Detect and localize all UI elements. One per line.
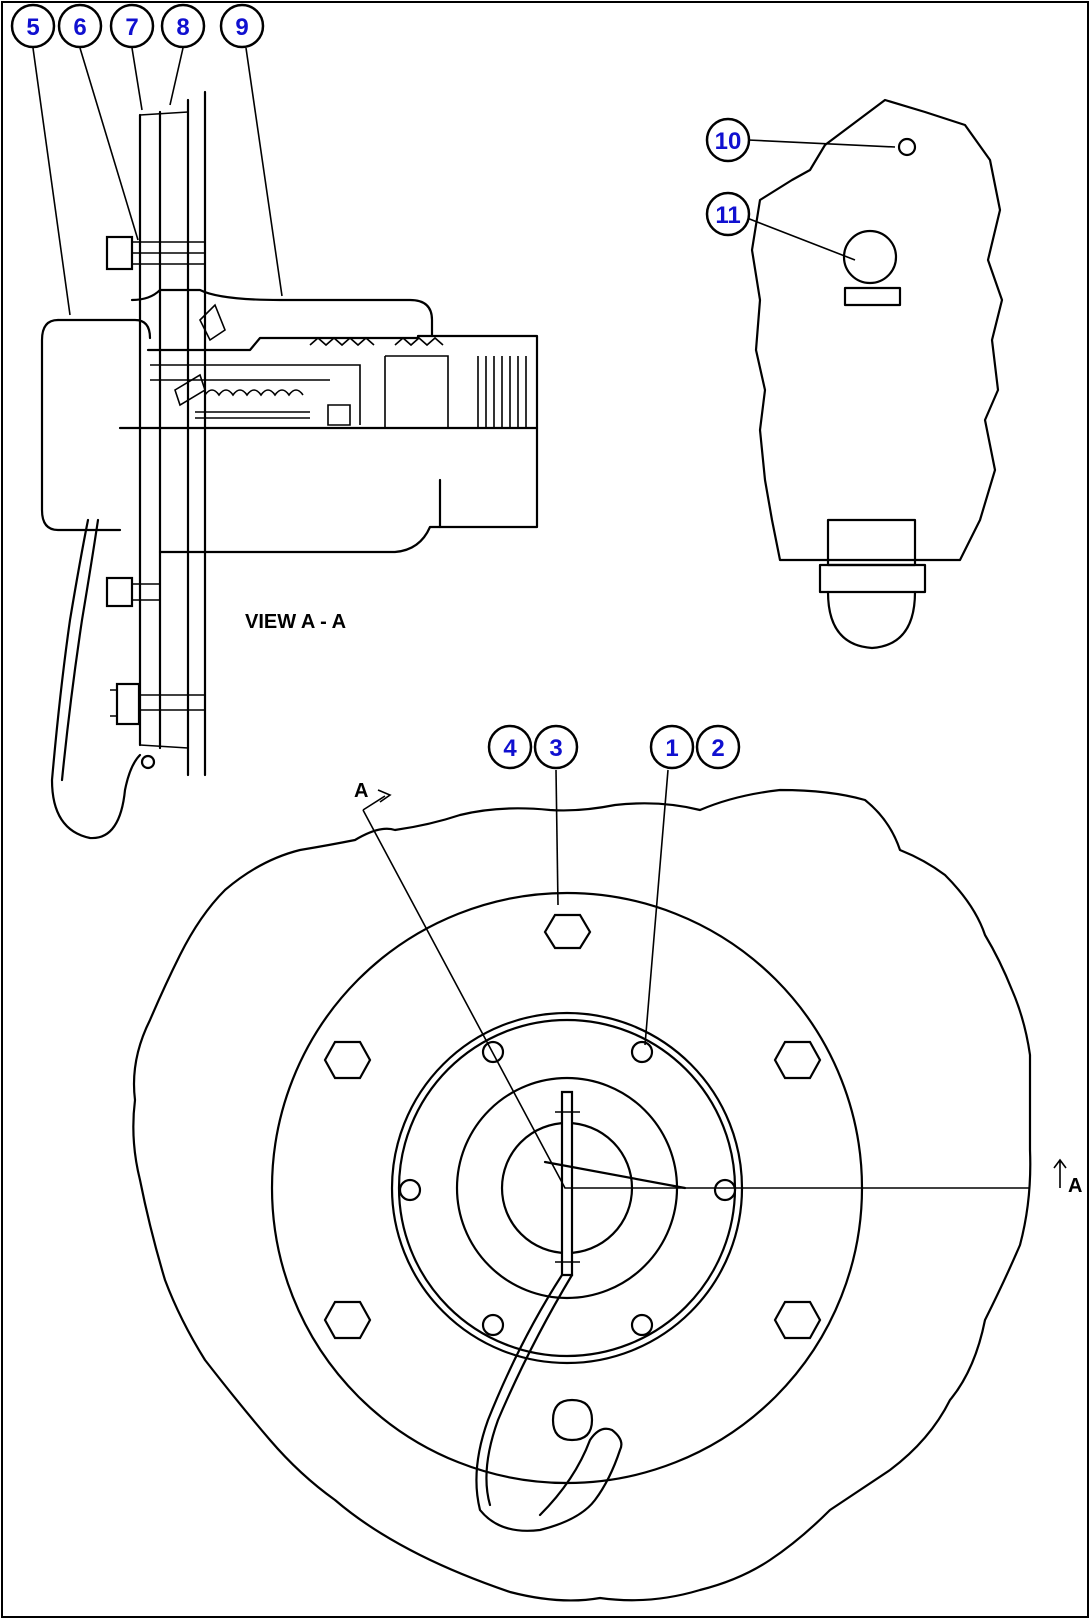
svg-text:9: 9: [235, 14, 248, 41]
section-view-a-a: [40, 90, 539, 840]
callout-8: 8: [160, 3, 206, 49]
svg-text:1: 1: [665, 735, 678, 762]
callout-2: 2: [695, 724, 741, 770]
svg-text:2: 2: [711, 735, 724, 762]
callout-4: 4: [487, 724, 533, 770]
callout-10: 10: [705, 117, 751, 163]
svg-text:6: 6: [73, 14, 86, 41]
section-cut-line: [362, 789, 1067, 1189]
callout-6: 6: [57, 3, 103, 49]
callout-3: 3: [533, 724, 579, 770]
callout-1: 1: [649, 724, 695, 770]
svg-text:7: 7: [125, 14, 138, 41]
svg-text:4: 4: [503, 735, 517, 762]
view-label: VIEW A - A: [245, 611, 346, 633]
hub-front-view: [132, 788, 1032, 1602]
section-mark-right: A: [1068, 1175, 1082, 1197]
svg-text:3: 3: [549, 735, 562, 762]
svg-text:11: 11: [715, 202, 740, 229]
callout-9: 9: [219, 3, 265, 49]
svg-text:10: 10: [715, 128, 742, 155]
callout-7: 7: [109, 3, 155, 49]
leader-lines: [32, 47, 896, 1046]
svg-text:8: 8: [176, 14, 189, 41]
section-mark-left: A: [354, 780, 368, 802]
svg-text:5: 5: [26, 14, 39, 41]
fitting-detail-view: [750, 98, 1004, 650]
callout-5: 5: [10, 3, 56, 49]
callout-11: 11: [705, 191, 751, 237]
